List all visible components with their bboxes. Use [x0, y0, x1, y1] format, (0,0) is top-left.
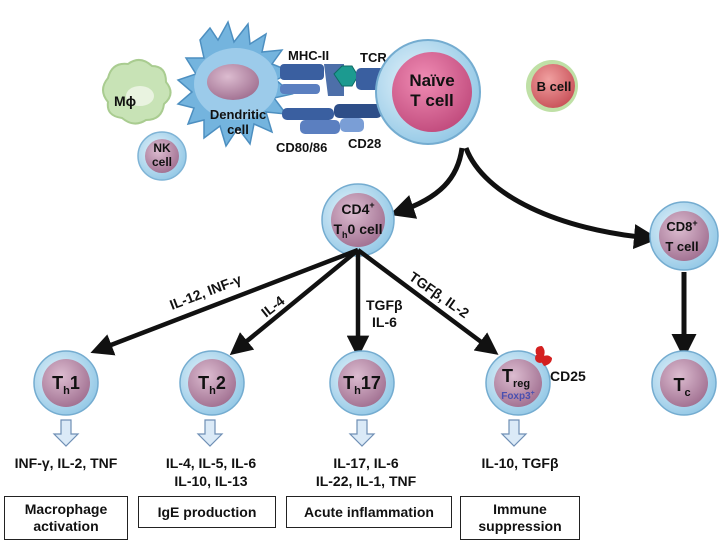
outcome-acute-inflammation: Acute inflammation: [286, 496, 452, 528]
cd4-label-1: CD4+: [341, 200, 374, 217]
outcome-th17-text: Acute inflammation: [304, 503, 434, 520]
down-arrow-th17: [348, 419, 376, 447]
th2-output-1: IL-4, IL-5, IL-6: [166, 455, 256, 471]
outcome-th1-line1: Macrophage: [24, 501, 108, 517]
cd25-label: CD25: [550, 368, 586, 384]
cd4-label-2: Th0 cell: [333, 221, 382, 240]
costim-complex: CD80/86 CD28: [276, 104, 382, 155]
cd28-label: CD28: [348, 136, 381, 151]
down-arrow-treg: [500, 419, 528, 447]
mhc-label: MHC-II: [288, 48, 329, 63]
naive-label-1: Naïve: [409, 71, 454, 90]
outcome-treg-line2: suppression: [478, 518, 562, 534]
macrophage-cell: Mϕ: [102, 59, 172, 125]
label-th2-cytokines: IL-4: [258, 292, 288, 320]
down-arrow-th1: [52, 419, 80, 447]
foxp3-label: Foxp3+: [501, 390, 535, 402]
th2-output-2: IL-10, IL-13: [174, 473, 247, 489]
th17-output-1: IL-17, IL-6: [333, 455, 399, 471]
down-arrows: [52, 419, 528, 447]
th17-output-2: IL-22, IL-1, TNF: [316, 473, 417, 489]
outcome-ige-production: IgE production: [138, 496, 276, 528]
b-cell-label: B cell: [537, 79, 572, 94]
nk-label-1: NK: [153, 141, 171, 155]
cd25-receptor: CD25: [535, 346, 586, 384]
th2-label: Th2: [198, 373, 226, 397]
nk-label-2: cell: [152, 155, 172, 169]
outcome-th1-line2: activation: [33, 518, 99, 534]
arrow-naive-to-cd4: [389, 147, 465, 219]
treg-label: Treg: [502, 366, 530, 390]
outcome-macrophage-activation: Macrophage activation: [4, 496, 128, 540]
th1-output: INF-γ, IL-2, TNF: [15, 455, 118, 471]
cd80-label: CD80/86: [276, 140, 327, 155]
outcome-immune-suppression: Immune suppression: [460, 496, 580, 540]
label-th17-cytokines-1: TGFβ: [366, 297, 403, 313]
naive-label-2: T cell: [410, 91, 453, 110]
dendritic-cell: Dendritic cell: [176, 20, 294, 148]
arrow-to-th1: [90, 247, 359, 356]
macrophage-label: Mϕ: [114, 93, 136, 109]
arrow-to-th2: [229, 248, 360, 356]
treg-output: IL-10, TGFβ: [482, 455, 559, 471]
dendritic-label-1: Dendritic: [210, 107, 266, 122]
th1-label: Th1: [52, 373, 80, 397]
cd8-label-2: T cell: [665, 239, 698, 254]
th17-cell: Th17: [329, 350, 395, 416]
nk-cell: NK cell: [137, 131, 187, 181]
tcr-label: TCR: [360, 50, 387, 65]
th17-label: Th17: [343, 373, 381, 397]
label-th17-cytokines-2: IL-6: [372, 314, 397, 330]
naive-t-cell: Naïve T cell: [375, 39, 481, 145]
th1-cell: Th1: [33, 350, 99, 416]
dendritic-label-2: cell: [227, 122, 249, 137]
tc-cell: Tc: [651, 350, 717, 416]
treg-cell: Treg Foxp3+: [485, 350, 551, 416]
arrow-to-treg: [356, 248, 499, 355]
cd4-th0-cell: CD4+ Th0 cell: [321, 183, 395, 257]
th2-cell: Th2: [179, 350, 245, 416]
cd8-label-1: CD8+: [666, 218, 697, 234]
arrow-naive-to-cd8: [463, 147, 659, 250]
tc-label: Tc: [673, 375, 690, 399]
b-cell: B cell: [526, 60, 578, 112]
down-arrow-th2: [196, 419, 224, 447]
outcome-treg-line1: Immune: [493, 501, 547, 517]
outcome-th2-text: IgE production: [157, 503, 257, 520]
cd8-t-cell: CD8+ T cell: [649, 201, 719, 271]
